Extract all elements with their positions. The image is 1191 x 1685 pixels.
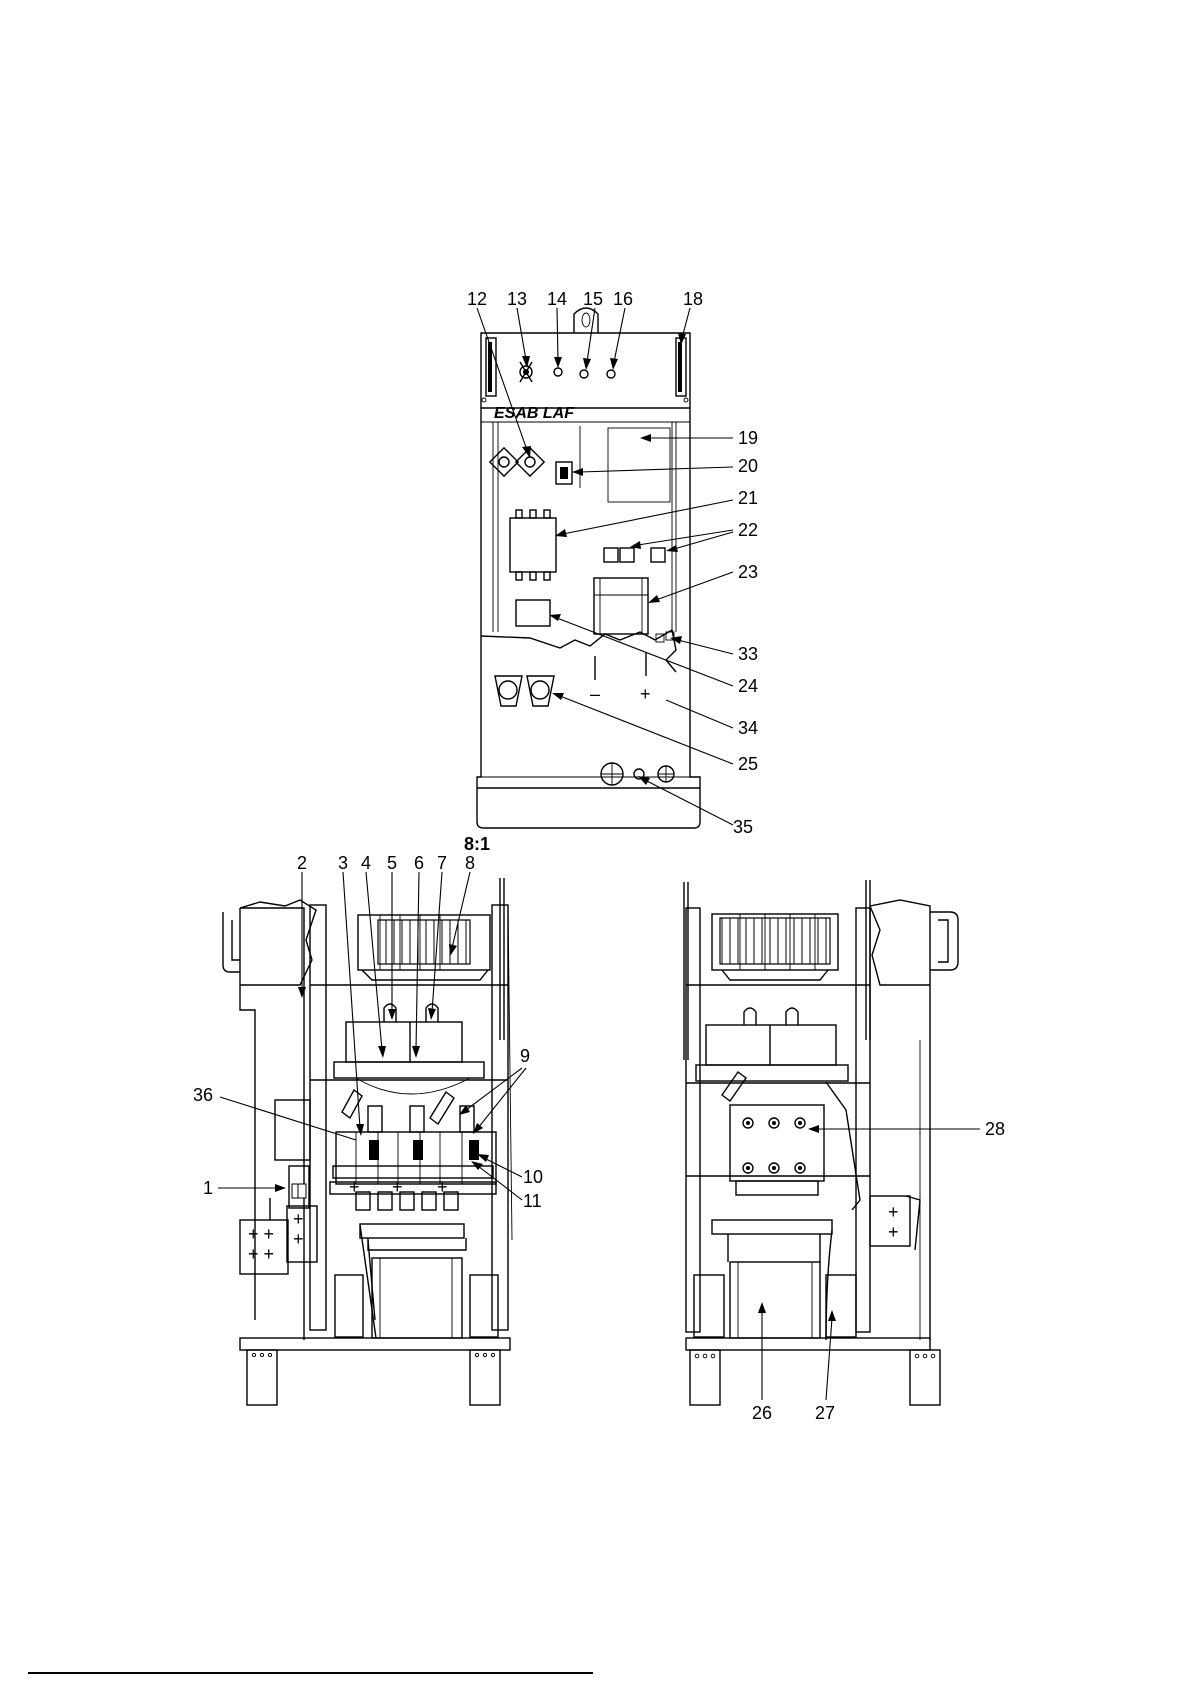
callout-35: 35 [733,817,753,837]
callout-1: 1 [203,1178,213,1198]
scale-label: 8:1 [464,834,490,854]
callout-28: 28 [985,1119,1005,1139]
svg-text:+: + [293,1209,304,1229]
callout-3: 3 [338,853,348,873]
polarity-minus: – [590,684,600,704]
callout-10: 10 [523,1167,543,1187]
callout-9: 9 [520,1046,530,1066]
svg-text:+: + [888,1222,899,1242]
callout-36: 36 [193,1085,213,1105]
callout-7: 7 [437,853,447,873]
callout-15: 15 [583,289,603,309]
polarity-plus: + [640,684,651,704]
callout-6: 6 [414,853,424,873]
callout-14: 14 [547,289,567,309]
svg-text:+: + [392,1177,403,1197]
callout-24: 24 [738,676,758,696]
callout-20: 20 [738,456,758,476]
callout-34: 34 [738,718,758,738]
right-interior-view: + + [684,880,958,1405]
callout-33: 33 [738,644,758,664]
callout-25: 25 [738,754,758,774]
svg-text:+: + [349,1177,360,1197]
callout-26: 26 [752,1403,772,1423]
callout-16: 16 [613,289,633,309]
front-panel-view: ESAB LAF [477,308,700,828]
callout-5: 5 [387,853,397,873]
footer-rule [28,1672,593,1674]
right-view-callouts: 28 26 27 [752,1119,1005,1423]
svg-text:+ +: + + [248,1244,274,1264]
callout-23: 23 [738,562,758,582]
brand-label: ESAB LAF [494,405,575,422]
callout-21: 21 [738,488,758,508]
svg-text:+ +: + + [248,1224,274,1244]
svg-text:+: + [437,1177,448,1197]
callout-11: 11 [523,1191,542,1211]
callout-27: 27 [815,1403,835,1423]
callout-22: 22 [738,520,758,540]
callout-18: 18 [683,289,703,309]
callout-2: 2 [297,853,307,873]
left-interior-view: + + + + + + + + + [223,878,512,1405]
callout-13: 13 [507,289,527,309]
svg-text:+: + [888,1202,899,1222]
callout-4: 4 [361,853,371,873]
callout-8: 8 [465,853,475,873]
callout-19: 19 [738,428,758,448]
callout-12: 12 [467,289,487,309]
svg-text:+: + [293,1229,304,1249]
